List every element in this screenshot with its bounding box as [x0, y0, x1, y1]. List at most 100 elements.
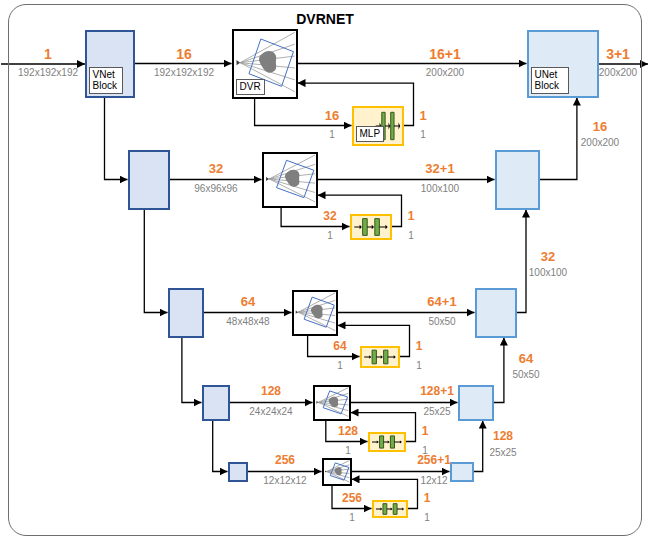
channel-count: 1 [422, 425, 429, 439]
unet-block: UNet Block [527, 30, 599, 98]
layer-link [364, 356, 369, 357]
object-shape [284, 169, 298, 186]
channel-count: 16 [593, 120, 607, 135]
unet-block [458, 385, 494, 421]
camera-point [266, 176, 269, 180]
link-head [369, 355, 371, 359]
block-name: DVR [240, 81, 261, 93]
feature-size: 12x12 [420, 475, 447, 487]
channel-count: 16+1 [429, 46, 461, 62]
layer-link [385, 125, 389, 126]
layer-bar [362, 218, 367, 235]
camera-point [316, 401, 318, 404]
volume-outline [323, 390, 347, 413]
block-tag: VNet Block [89, 67, 123, 94]
vnet-block [128, 150, 170, 210]
flow-arrow [338, 312, 475, 313]
feature-size: 48x48x48 [226, 316, 269, 328]
flow-arrow [540, 98, 577, 180]
vnet-block [168, 288, 204, 338]
layer-bar [374, 218, 379, 235]
channel-count: 32 [541, 250, 555, 265]
mlp-box [372, 500, 408, 518]
dvr-box [292, 290, 338, 336]
block-tag: DVR [236, 79, 265, 95]
channel-count: 1 [44, 46, 52, 62]
channel-count: 64+1 [427, 295, 456, 310]
mlp-box [360, 346, 400, 368]
flow-arrow [135, 63, 232, 64]
feature-size: 192x192x192 [18, 67, 78, 79]
layer-bar [390, 435, 394, 447]
flow-arrow [255, 99, 352, 126]
link-head [359, 224, 361, 228]
flow-arrow [105, 98, 128, 180]
layer-link [354, 226, 360, 227]
flow-arrow [170, 179, 262, 180]
feature-size: 1 [327, 230, 333, 242]
feature-size: 25x25 [489, 447, 516, 459]
layer-bar [379, 435, 383, 447]
link-head [398, 122, 400, 129]
link-head [390, 507, 392, 510]
block-name: UNet Block [535, 69, 565, 92]
flow-arrow [352, 471, 450, 472]
object-shape [334, 467, 341, 475]
feature-size: 100x100 [421, 183, 459, 195]
link-head [380, 507, 382, 510]
flow-arrow [204, 312, 292, 313]
dvr-box [313, 385, 351, 421]
channel-count: 1 [424, 492, 431, 506]
output-arrow [599, 63, 648, 64]
mlp-illustration [352, 216, 390, 238]
mlp-box: MLP [352, 106, 404, 146]
vnet-block [228, 462, 248, 482]
camera-point [236, 60, 240, 65]
layer-bar [393, 503, 397, 514]
flow-arrow [308, 336, 360, 357]
channel-count: 256 [275, 454, 295, 468]
block-tag: MLP [356, 126, 385, 142]
flow-arrow [144, 210, 167, 313]
feature-size: 25x25 [423, 406, 450, 418]
feature-size: 1 [349, 512, 355, 524]
link-head [388, 122, 390, 129]
flow-arrow [326, 421, 368, 442]
link-head [393, 355, 395, 359]
channel-count: 128 [338, 425, 358, 439]
volume-outline [276, 160, 313, 197]
feature-size: 1 [345, 445, 351, 457]
layer-bar [383, 350, 387, 364]
volume-outline [304, 297, 334, 327]
feature-size: 24x24x24 [249, 406, 292, 418]
mlp-illustration [362, 348, 398, 366]
link-head [376, 440, 378, 443]
layer-link [383, 441, 387, 442]
block-name: MLP [360, 128, 381, 140]
vnet-block: VNet Block [85, 30, 135, 98]
object-shape [259, 50, 276, 72]
flow-arrow [248, 471, 322, 472]
object-shape [328, 396, 337, 407]
layer-link [379, 226, 385, 227]
feature-size: 1 [337, 360, 343, 372]
feature-size: 1 [408, 230, 414, 242]
layer-link [372, 441, 377, 442]
input-arrow [1, 63, 85, 64]
link-head [387, 440, 389, 443]
channel-count: 16 [176, 46, 192, 62]
layer-link [387, 356, 393, 357]
channel-count: 64 [333, 340, 346, 354]
layer-link [397, 508, 402, 509]
channel-count: 1 [419, 109, 426, 124]
render-illustration [264, 154, 316, 206]
channel-count: 32 [209, 162, 223, 177]
feature-size: 200x200 [599, 67, 637, 79]
channel-count: 128 [493, 430, 513, 444]
camera-point [325, 470, 327, 472]
flow-arrow [213, 421, 228, 472]
layer-bar [390, 112, 393, 139]
block-name: VNet Block [93, 69, 119, 92]
render-illustration [294, 292, 336, 334]
